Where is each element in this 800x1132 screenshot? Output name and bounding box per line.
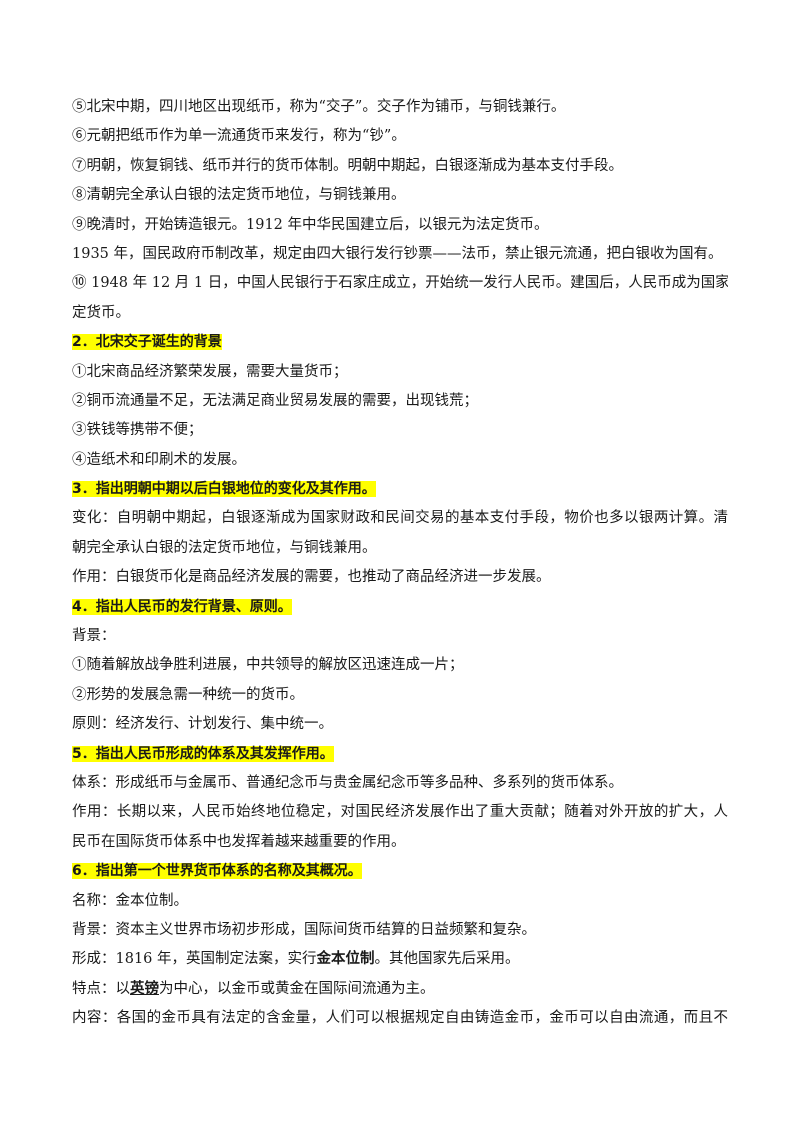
text-line: ④造纸术和印刷术的发展。 xyxy=(72,451,246,468)
section-heading-text: 3．指出明朝中期以后白银地位的变化及其作用。 xyxy=(72,481,376,498)
text-line: 变化：自明朝中期起，白银逐渐成为国家财政和民间交易的基本支付手段，物价也多以银两… xyxy=(72,510,728,527)
section-heading: 6．指出第一个世界货币体系的名称及其概况。 xyxy=(72,857,728,886)
text-line: 作用：白银货币化是商品经济发展的需要，也推动了商品经济进一步发展。 xyxy=(72,569,551,586)
text-line: ①北宋商品经济繁荣发展，需要大量货币； xyxy=(72,363,348,380)
text-line: ⑧清朝完全承认白银的法定货币地位，与铜钱兼用。 xyxy=(72,187,406,204)
text-line: 名称：金本位制。 xyxy=(72,892,188,909)
feature-text: 特点：以 xyxy=(72,980,130,997)
formation-text: 。其他国家先后采用。 xyxy=(374,951,520,968)
text-line: 原则：经济发行、计划发行、集中统一。 xyxy=(72,716,333,733)
formation-text: 形成：1816 年，英国制定法案，实行 xyxy=(72,951,317,968)
text-line: ⑥元朝把纸币作为单一流通货币来发行，称为“钞”。 xyxy=(72,128,406,145)
text-line: ⑦明朝，恢复铜钱、纸币并行的货币体制。明朝中期起，白银逐渐成为基本支付手段。 xyxy=(72,157,623,174)
text-line: 朝完全承认白银的法定货币地位，与铜钱兼用。 xyxy=(72,539,377,556)
section-heading-text: 6．指出第一个世界货币体系的名称及其概况。 xyxy=(72,863,362,880)
pound-sterling-term: 英镑 xyxy=(130,980,159,997)
text-line: 1935 年，国民政府币制改革，规定由四大银行发行钞票——法币，禁止银元流通，把… xyxy=(72,245,723,262)
text-line: ①随着解放战争胜利进展，中共领导的解放区迅速连成一片； xyxy=(72,657,464,674)
text-line: ⑤北宋中期，四川地区出现纸币，称为“交子”。交子作为铺币，与铜钱兼行。 xyxy=(72,99,566,115)
section-heading: 5．指出人民币形成的体系及其发挥作用。 xyxy=(72,740,728,769)
section-heading: 2．北宋交子诞生的背景 xyxy=(72,328,728,357)
section-heading: 3．指出明朝中期以后白银地位的变化及其作用。 xyxy=(72,475,728,504)
section-heading-text: 4．指出人民币的发行背景、原则。 xyxy=(72,598,292,615)
text-line: 背景：资本主义世界市场初步形成，国际间货币结算的日益频繁和复杂。 xyxy=(72,921,536,938)
text-line: 内容：各国的金币具有法定的含金量，人们可以根据规定自由铸造金币，金币可以自由流通… xyxy=(72,1010,728,1027)
text-line: 民币在国际货币体系中也发挥着越来越重要的作用。 xyxy=(72,833,406,850)
text-line: 体系：形成纸币与金属币、普通纪念币与贵金属纪念币等多品种、多系列的货币体系。 xyxy=(72,774,623,791)
text-line: ②形势的发展急需一种统一的货币。 xyxy=(72,686,304,703)
text-line: 背景： xyxy=(72,628,116,645)
text-line: ⑨晚清时，开始铸造银元。1912 年中华民国建立后，以银元为法定货币。 xyxy=(72,216,549,233)
text-line: ②铜币流通量不足，无法满足商业贸易发展的需要，出现钱荒； xyxy=(72,392,478,409)
document-page: ⑤北宋中期，四川地区出现纸币，称为“交子”。交子作为铺币，与铜钱兼行。 ⑥元朝把… xyxy=(72,93,728,1034)
text-line: 作用：长期以来，人民币始终地位稳定，对国民经济发展作出了重大贡献；随着对外开放的… xyxy=(72,804,728,821)
text-line: ③铁钱等携带不便； xyxy=(72,422,203,439)
section-heading-text: 2．北宋交子诞生的背景 xyxy=(72,334,222,351)
feature-line: 特点：以英镑为中心，以金币或黄金在国际间流通为主。 xyxy=(72,975,728,1004)
text-line: 定货币。 xyxy=(72,304,130,321)
feature-text: 为中心，以金币或黄金在国际间流通为主。 xyxy=(159,980,435,997)
gold-standard-term: 金本位制 xyxy=(316,951,375,968)
section-heading: 4．指出人民币的发行背景、原则。 xyxy=(72,593,728,622)
section-heading-text: 5．指出人民币形成的体系及其发挥作用。 xyxy=(72,745,334,762)
formation-line: 形成：1816 年，英国制定法案，实行金本位制。其他国家先后采用。 xyxy=(72,945,728,974)
text-line: ⑩ 1948 年 12 月 1 日，中国人民银行于石家庄成立，开始统一发行人民币… xyxy=(72,275,728,292)
